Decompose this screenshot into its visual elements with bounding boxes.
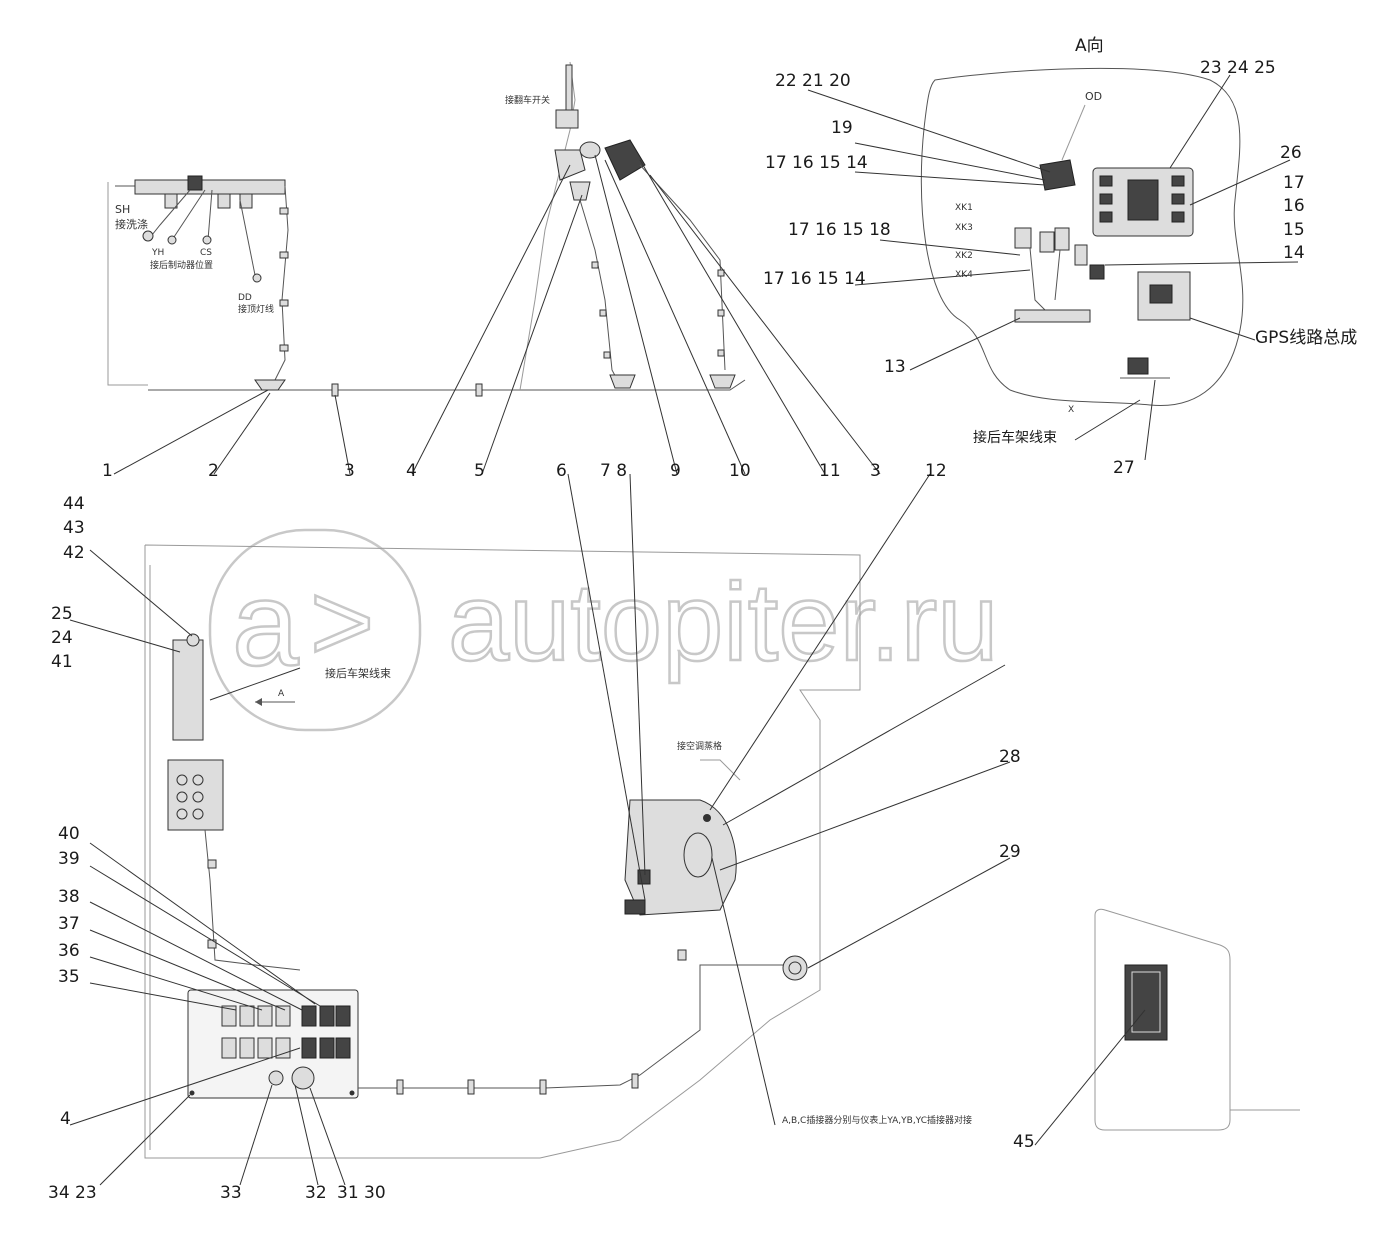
label-yh: YH bbox=[151, 248, 164, 258]
callout-11: 11 bbox=[819, 461, 841, 481]
callout-4-left: 4 bbox=[60, 1109, 71, 1129]
label-xk4: XK4 bbox=[955, 270, 973, 280]
watermark-text: autopiter.ru bbox=[448, 561, 998, 684]
label-ac-box: 接空调蒸格 bbox=[677, 740, 722, 752]
callout-41: 41 bbox=[51, 652, 73, 672]
callout-19: 19 bbox=[831, 118, 853, 138]
svg-text:a: a bbox=[232, 557, 299, 691]
switch-panel bbox=[189, 1005, 355, 1096]
top-center-assembly: 接翻车开关 bbox=[505, 61, 736, 391]
label-cs: CS bbox=[200, 248, 212, 258]
callout-14: 14 bbox=[1283, 243, 1305, 263]
callout-23-24-25: 23 24 25 bbox=[1200, 58, 1276, 78]
callout-5: 5 bbox=[474, 461, 485, 481]
callout-16: 16 bbox=[1283, 196, 1305, 216]
label-xk2: XK2 bbox=[955, 251, 973, 261]
callout-17: 17 bbox=[1283, 173, 1305, 193]
callout-29: 29 bbox=[999, 842, 1021, 862]
callout-33: 33 bbox=[220, 1183, 242, 1203]
callout-26: 26 bbox=[1280, 143, 1302, 163]
callout-36: 36 bbox=[58, 941, 80, 961]
label-sh-text: 接洗涤 bbox=[115, 217, 148, 231]
leader-lines bbox=[69, 74, 1299, 1186]
label-arrow-a: A bbox=[278, 689, 285, 699]
view-a-detail: A向 OD XK1 XK3 XK2 XK4 bbox=[920, 36, 1244, 415]
callouts-left: 44 43 42 25 24 41 40 39 38 37 36 35 4 34… bbox=[48, 494, 386, 1203]
callout-7-8: 7 8 bbox=[600, 461, 627, 481]
callouts-view-a: 22 21 20 19 17 16 15 14 17 16 15 18 17 1… bbox=[763, 58, 1357, 478]
callout-31-30: 31 30 bbox=[337, 1183, 386, 1203]
callout-2: 2 bbox=[208, 461, 219, 481]
callout-37: 37 bbox=[58, 914, 80, 934]
label-x: X bbox=[1068, 405, 1074, 415]
callout-15: 15 bbox=[1283, 220, 1305, 240]
callout-42: 42 bbox=[63, 543, 85, 563]
callout-17-16-15-14b: 17 16 15 14 bbox=[763, 269, 866, 289]
callout-4: 4 bbox=[406, 461, 417, 481]
label-dd-text: 接顶灯线 bbox=[238, 303, 274, 315]
label-frame-harness-mid: 接后车架线束 bbox=[325, 666, 391, 680]
view-a-title: A向 bbox=[1075, 36, 1104, 56]
callout-44: 44 bbox=[63, 494, 85, 514]
label-xk3: XK3 bbox=[955, 223, 973, 233]
callout-1: 1 bbox=[102, 461, 113, 481]
callout-13: 13 bbox=[884, 357, 906, 377]
label-dd: DD bbox=[238, 293, 252, 303]
callout-35: 35 bbox=[58, 967, 80, 987]
callouts-top: 1 2 3 4 5 6 7 8 9 10 11 3 12 bbox=[102, 461, 947, 481]
callout-24: 24 bbox=[51, 628, 73, 648]
callout-17-16-15-18: 17 16 15 18 bbox=[788, 220, 891, 240]
label-abc-note: A,B,C插接器分别与仪表上YA,YB,YC插接器对接 bbox=[782, 1114, 972, 1126]
label-xk1: XK1 bbox=[955, 203, 973, 213]
callout-6: 6 bbox=[556, 461, 567, 481]
label-hood-switch: 接翻车开关 bbox=[505, 94, 550, 106]
callout-17-16-15-14a: 17 16 15 14 bbox=[765, 153, 868, 173]
relay-box bbox=[1099, 175, 1185, 223]
callouts-right: 28 29 45 A,B,C插接器分别与仪表上YA,YB,YC插接器对接 bbox=[782, 747, 1035, 1152]
callout-40: 40 bbox=[58, 824, 80, 844]
callout-9: 9 bbox=[670, 461, 681, 481]
callout-frame-harness: 接后车架线束 bbox=[973, 429, 1057, 446]
panel-45 bbox=[1094, 908, 1300, 1131]
callout-28: 28 bbox=[999, 747, 1021, 767]
callout-43: 43 bbox=[63, 518, 85, 538]
watermark: a > autopiter.ru bbox=[208, 528, 1000, 732]
callout-10: 10 bbox=[729, 461, 751, 481]
callout-45: 45 bbox=[1013, 1132, 1035, 1152]
callout-39: 39 bbox=[58, 849, 80, 869]
label-rear-lamp: 接后制动器位置 bbox=[150, 259, 213, 271]
callout-gps: GPS线路总成 bbox=[1255, 328, 1357, 348]
label-od: OD bbox=[1085, 90, 1102, 103]
callout-22-21-20: 22 21 20 bbox=[775, 71, 851, 91]
callout-3a: 3 bbox=[344, 461, 355, 481]
callout-12: 12 bbox=[925, 461, 947, 481]
center-device: 接空调蒸格 bbox=[624, 740, 808, 981]
top-left-frame: SH 接洗涤 YH CS 接后制动器位置 DD 接顶灯线 bbox=[107, 175, 746, 397]
label-sh: SH bbox=[115, 203, 130, 216]
svg-text:>: > bbox=[310, 561, 374, 684]
callout-25: 25 bbox=[51, 604, 73, 624]
callout-38: 38 bbox=[58, 887, 80, 907]
callout-32: 32 bbox=[305, 1183, 327, 1203]
callout-34-23: 34 23 bbox=[48, 1183, 97, 1203]
callout-3b: 3 bbox=[870, 461, 881, 481]
callout-27: 27 bbox=[1113, 458, 1135, 478]
